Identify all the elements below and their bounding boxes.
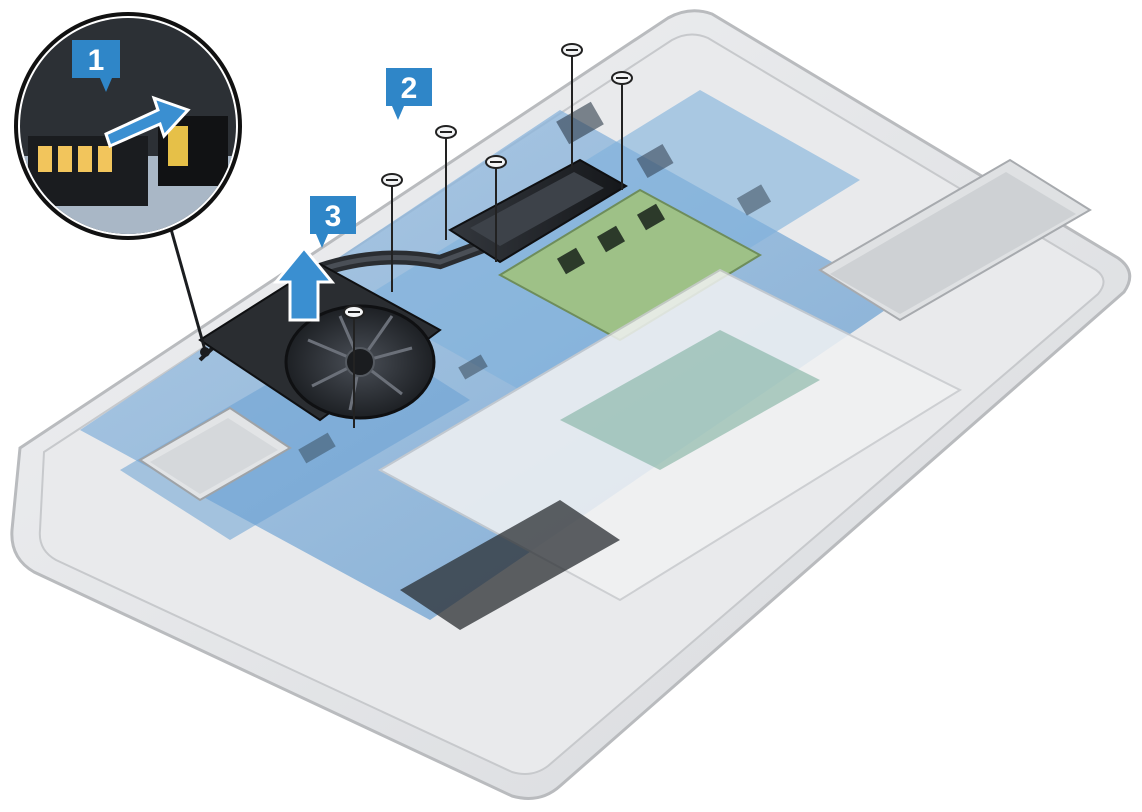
connector-point: [200, 347, 210, 357]
wlan-card: [138, 406, 292, 502]
screw-group: [343, 43, 633, 428]
screw-icon: [381, 173, 403, 292]
step-callout-2: 2: [386, 68, 432, 120]
ssd-shield: [818, 158, 1092, 322]
step-callout-1: 1: [72, 40, 120, 92]
step-callout-3: 3: [310, 196, 356, 248]
screw-icon: [343, 305, 365, 428]
screw-icon: [435, 125, 457, 240]
step-number: 1: [88, 44, 105, 77]
screw-icon: [611, 71, 633, 190]
touchpad-bracket: [377, 268, 963, 630]
arrow-up-icon: [272, 245, 336, 322]
connector-zoom-inset: [14, 12, 242, 240]
screw-icon: [561, 43, 583, 168]
memory-module: [497, 188, 763, 342]
screw-icon: [485, 155, 507, 262]
step-number: 3: [325, 200, 342, 233]
heatsink: [448, 158, 628, 264]
arrow-right-icon: [104, 95, 191, 149]
system-fan: [198, 262, 442, 422]
heat-pipe: [313, 229, 517, 277]
step-number: 2: [401, 72, 418, 105]
